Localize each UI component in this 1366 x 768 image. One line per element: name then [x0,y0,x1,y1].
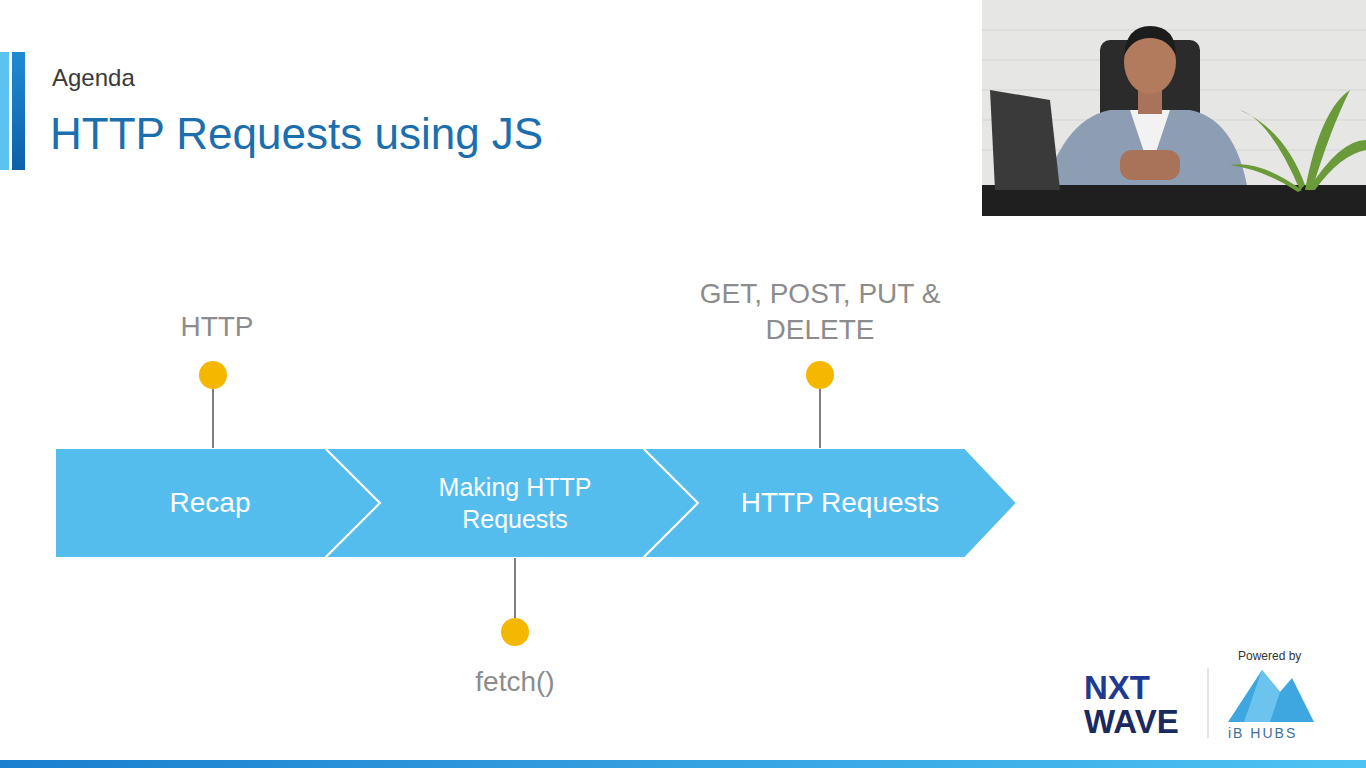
laptop [990,90,1060,190]
logo-text: WAVE [1084,702,1179,742]
milestone-label: HTTP [117,310,317,344]
chevron-step: Making HTTP Requests [325,448,698,558]
chevron-shape [325,448,698,558]
chevron-text-box: HTTP Requests [705,448,975,558]
slide-title: HTTP Requests using JS [50,108,543,161]
footer-bar [0,760,1366,768]
leader-line [514,558,516,618]
step-label: HTTP Requests [741,485,940,521]
step-label: Making HTTP Requests [395,471,635,536]
accent-bar [12,52,25,170]
accent-bar [0,52,9,170]
logo-text: NXT [1084,668,1150,708]
hands [1120,150,1180,180]
presenter-video [982,0,1366,216]
chevron-fill [55,448,380,558]
milestone-dot [806,361,834,389]
hair [1124,26,1176,56]
milestone-label: GET, POST, PUT & DELETE [695,276,945,349]
milestone-dot [199,361,227,389]
video-background [982,0,1366,216]
leader-line [212,389,214,448]
chevron-text-box: Recap [95,448,325,558]
milestone-label: fetch() [415,665,615,699]
ibhubs-mountain [1244,670,1280,722]
logo-divider [1208,668,1209,738]
step-label: Recap [170,485,251,521]
section-label: Agenda [52,64,135,93]
chevron-step: HTTP Requests [643,448,1017,558]
chevron-step: Recap [55,448,380,558]
chevron-text-box: Making HTTP Requests [395,448,635,558]
chevron-fill [325,448,698,558]
logo-caption: Powered by [1238,649,1301,663]
ibhubs-mountain [1228,670,1314,722]
logo-text: iB HUBS [1228,725,1297,742]
chevron-fill [643,448,1017,558]
milestone-dot [501,618,529,646]
plant [1230,90,1366,192]
leader-line [819,389,821,448]
